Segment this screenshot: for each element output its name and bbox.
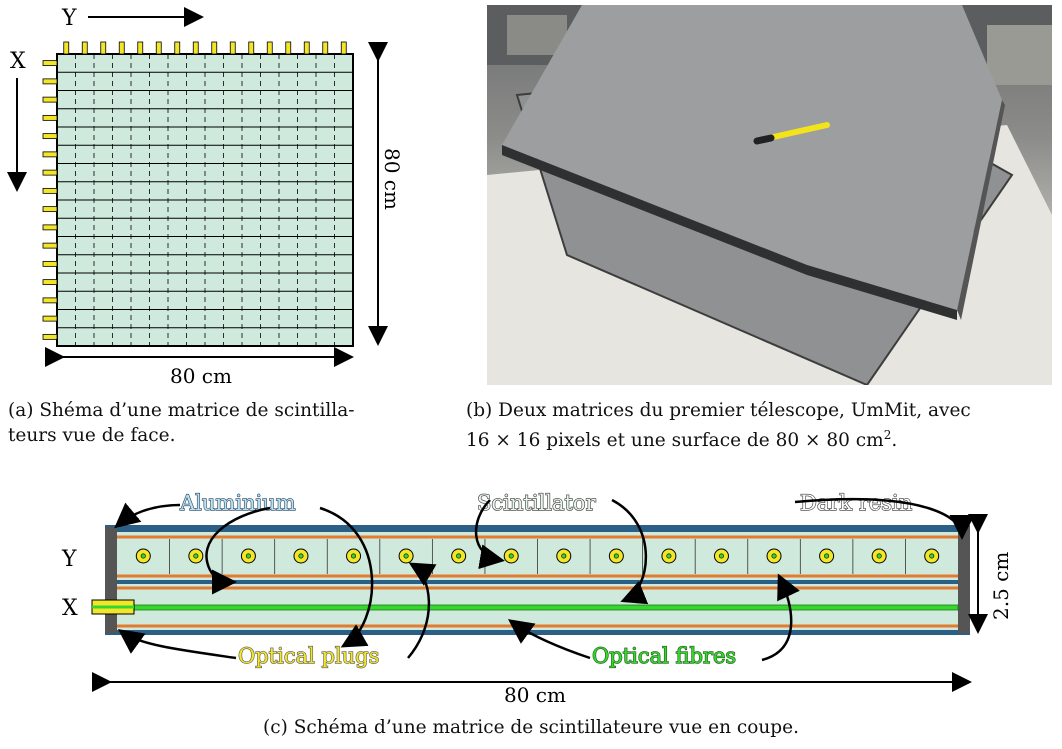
caption-a-line2: teurs vue de face. [8, 425, 176, 446]
left-optical-connector [42, 169, 58, 176]
caption-c: (c) Schéma d’une matrice de scintillateu… [0, 715, 1062, 740]
photo-two-matrices [487, 5, 1052, 385]
fibre-core [351, 553, 357, 559]
scintillator-matrix [42, 41, 354, 347]
label-x-layer: X [62, 596, 78, 621]
caption-b-line2: 16 × 16 pixels et une surface de 80 × 80… [466, 423, 1062, 453]
left-optical-connector [42, 333, 58, 340]
label-scintillator: Scintillator [477, 491, 597, 515]
left-optical-connector [42, 96, 58, 103]
caption-a-line1: (a) Shéma d’une matrice de scintilla- [8, 400, 355, 421]
top-optical-connector [81, 41, 88, 55]
top-optical-connector [211, 41, 218, 55]
photo-illustration [487, 5, 1052, 385]
left-optical-connector [42, 242, 58, 249]
resin-left [105, 527, 117, 633]
caption-b-period: . [891, 430, 898, 452]
label-optical-plugs: Optical plugs [238, 644, 379, 668]
fibre-core [718, 553, 724, 559]
fibre-core [876, 553, 882, 559]
left-optical-connector [42, 206, 58, 213]
top-optical-connector [192, 41, 199, 55]
caption-c-text: (c) Schéma d’une matrice de scintillateu… [263, 717, 799, 738]
caption-b: (b) Deux matrices du premier télescope, … [466, 398, 1062, 453]
top-optical-connector [303, 41, 310, 55]
fibre-core [456, 553, 462, 559]
fibre-core [298, 553, 304, 559]
fibre-core [613, 553, 619, 559]
top-optical-connector [63, 41, 70, 55]
top-optical-connector [229, 41, 236, 55]
thickness-label: 2.5 cm [989, 552, 1013, 620]
fibre-core [403, 553, 409, 559]
label-y-layer: Y [61, 547, 77, 572]
caption-b-line1: (b) Deux matrices du premier télescope, … [466, 400, 971, 421]
annotation-pointers [114, 498, 975, 662]
top-optical-connector [155, 41, 162, 55]
left-optical-connector [42, 224, 58, 231]
x-fibre [116, 604, 959, 611]
left-optical-connector [42, 279, 58, 286]
left-optical-connector [42, 151, 58, 158]
label-dark-resin: Dark resin [800, 491, 912, 515]
top-optical-connector [118, 41, 125, 55]
fibre-core [666, 553, 672, 559]
fibre-core [193, 553, 199, 559]
left-optical-connector [42, 60, 58, 67]
label-x: X [10, 49, 26, 74]
height-label: 80 cm [380, 148, 404, 210]
top-optical-connector [248, 41, 255, 55]
caption-b-line2-text: 16 × 16 pixels et une surface de 80 × 80… [466, 430, 884, 452]
top-optical-connector [100, 41, 107, 55]
top-optical-connector [174, 41, 181, 55]
label-y: Y [61, 6, 77, 31]
panel-a-schematic: Y X 80 cm 80 cm [7, 6, 404, 388]
label-aluminium: Aluminium [179, 491, 296, 515]
top-optical-connector [340, 41, 347, 55]
top-optical-connector [137, 41, 144, 55]
y-strip-cells [135, 539, 940, 574]
fibre-core [245, 553, 251, 559]
top-optical-connector [266, 41, 273, 55]
fibre-core [771, 553, 777, 559]
left-optical-connector [42, 297, 58, 304]
top-optical-connector [285, 41, 292, 55]
label-optical-fibres: Optical fibres [592, 644, 736, 668]
caption-a: (a) Shéma d’une matrice de scintilla- te… [8, 398, 448, 448]
left-optical-connector [42, 315, 58, 322]
section-width-label: 80 cm [504, 683, 566, 707]
fibre-core [140, 553, 146, 559]
left-optical-connector [42, 133, 58, 140]
fibre-core [561, 553, 567, 559]
fibre-core [824, 553, 830, 559]
resin-right [958, 527, 970, 633]
left-optical-connector [42, 78, 58, 85]
panel-c-cross-section: Y X 2.5 cm 80 cm Aluminium Scintillator … [61, 490, 1013, 707]
fibre-core [929, 553, 935, 559]
top-optical-connector [322, 41, 329, 55]
left-optical-connector [42, 114, 58, 121]
caption-b-superscript: 2 [883, 428, 892, 442]
left-optical-connector [42, 187, 58, 194]
width-label: 80 cm [170, 364, 232, 388]
fibre-core [508, 553, 514, 559]
left-optical-connector [42, 260, 58, 267]
